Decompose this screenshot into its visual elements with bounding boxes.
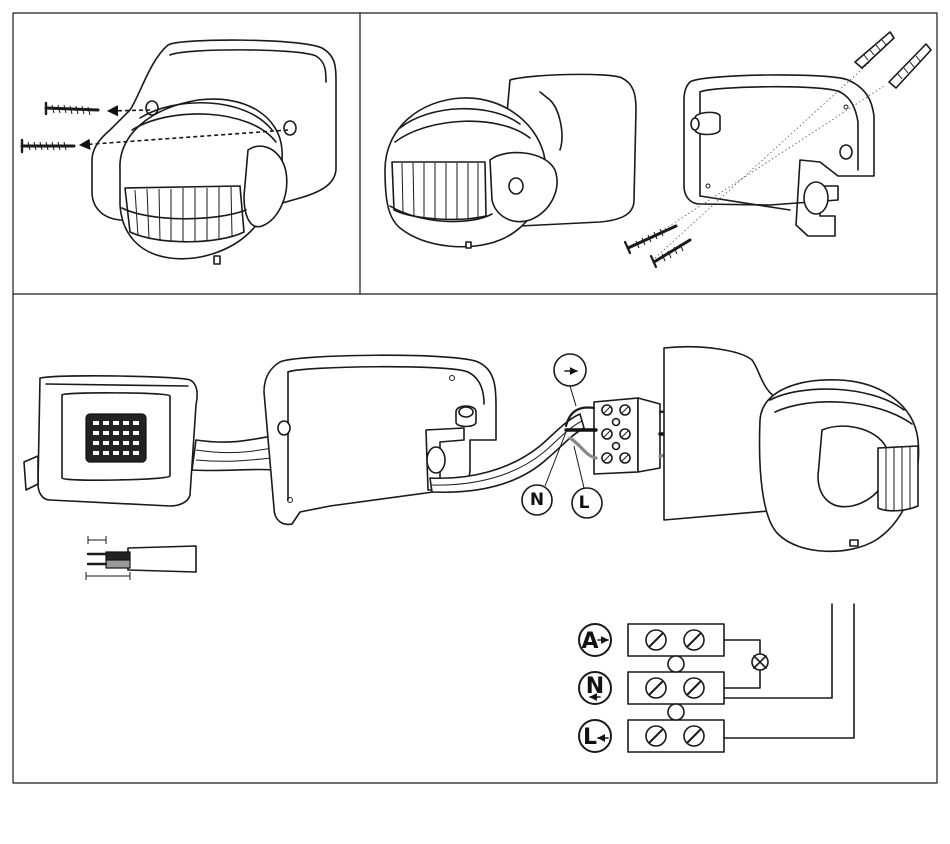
terminal-label-n-text: N (586, 674, 604, 699)
cable-entry (804, 182, 828, 214)
wire-arrow-label (554, 354, 586, 406)
panel-wiring: N L (24, 347, 919, 752)
terminal-label-a-text: A (581, 629, 598, 654)
terminal-block-3d (594, 398, 660, 474)
screw-lower (22, 140, 74, 152)
sensor-mounted (664, 347, 919, 552)
panel-mounting-screws (22, 40, 336, 264)
terminal-label-l-text: L (583, 725, 597, 750)
mount-screw-1 (625, 226, 676, 253)
cable-floodlight (192, 436, 272, 471)
terminal-label-a: A (579, 624, 611, 656)
wall-plug-1 (855, 32, 894, 68)
terminal-label-n: N (579, 672, 611, 704)
screw-upper (46, 103, 98, 115)
terminal-schematic: A N L (579, 604, 854, 752)
sensor-lens-2 (392, 162, 486, 219)
cable-strip-detail (86, 536, 196, 580)
sensor-swivel (244, 146, 287, 227)
wall-plug-2 (889, 44, 931, 88)
wire-label-l-3d-text: L (579, 493, 590, 513)
screw-hole-lower (284, 121, 296, 135)
wire-label-n-3d-text: N (530, 490, 544, 510)
floodlight (24, 376, 197, 506)
terminal-label-l: L (579, 720, 611, 752)
panel-base-mounting (385, 32, 931, 267)
sensor-lens (125, 186, 244, 242)
